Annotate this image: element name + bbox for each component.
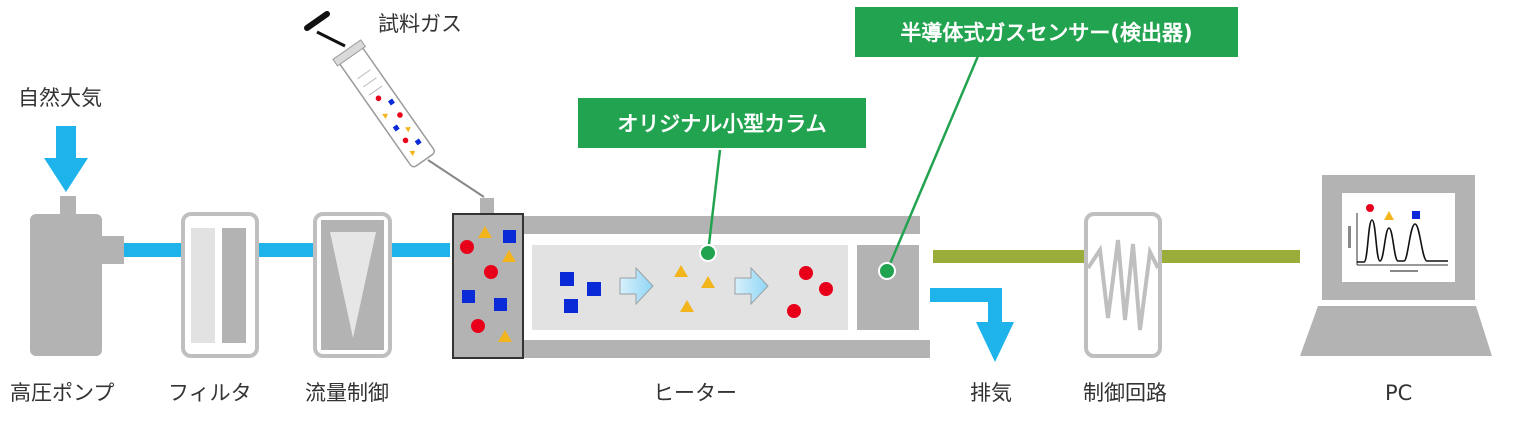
exhaust-arrow [930,288,1014,362]
label-pump: 高圧ポンプ [10,381,115,405]
sensor-leader-line [885,55,980,272]
filter-unit [181,212,259,358]
column-callout: オリジナル小型カラム [578,98,866,148]
label-sample-gas: 試料ガス [378,12,462,36]
high-pressure-pump [30,196,124,356]
label-air: 自然大気 [18,86,102,110]
signal-line-sensor-control [933,250,1085,263]
heater-oven [520,216,930,358]
label-filter: フィルタ [168,381,252,405]
pipe-filter-flow [257,243,317,257]
gas-sensor-box [857,245,919,330]
injector-molecules [460,226,516,342]
column-molecules [560,265,833,318]
label-control: 制御回路 [1083,381,1167,405]
label-heater: ヒーター [653,381,737,405]
sensor-callout: 半導体式ガスセンサー(検出器) [855,7,1238,57]
label-pc: PC [1385,381,1413,405]
flow-arrow-1 [619,266,654,306]
column-pointer-dot [699,244,717,262]
label-exhaust: 排気 [970,381,1012,405]
flow-control-unit [313,212,392,358]
air-intake-arrow [44,126,88,192]
signal-line-control-pc [1160,250,1300,263]
flow-arrow-2 [734,266,769,306]
label-flow: 流量制御 [305,381,389,405]
pipe-pump-filter [120,243,185,257]
pipe-flow-injector [390,243,450,257]
control-circuit [1084,212,1162,358]
chromatogram [1348,204,1448,272]
sample-syringe [304,11,485,198]
sensor-pointer-dot [878,262,896,280]
pc-computer [1300,175,1492,356]
column-leader-line [706,149,722,254]
